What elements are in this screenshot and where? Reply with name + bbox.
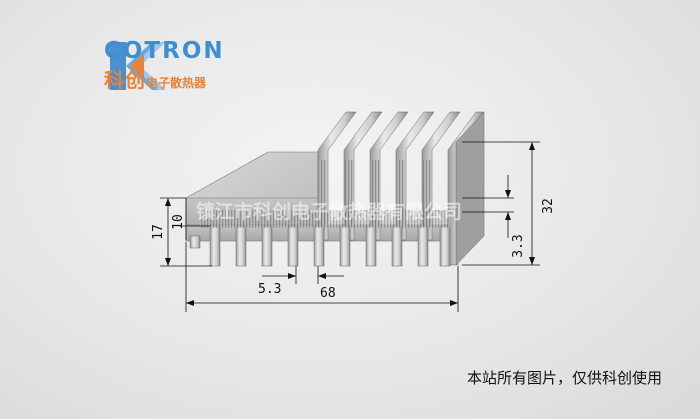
dim-fin-gap: 3.3 — [511, 234, 526, 257]
dim-inner-height: 10 — [171, 214, 186, 230]
dimension-lines — [160, 141, 540, 312]
dimension-arrows — [165, 142, 535, 306]
dim-total-width: 68 — [320, 286, 336, 301]
brand-tagline-cn: 电子散热器 — [146, 76, 207, 90]
end-face — [455, 111, 485, 266]
dim-total-height: 32 — [541, 198, 556, 214]
footer-notice: 本站所有图片，仅供科创使用 — [466, 369, 662, 387]
brand-tagline: 科创电子散热器 — [104, 64, 206, 93]
brand-name: COTRON — [104, 38, 225, 64]
dim-fin-pitch: 5.3 — [258, 282, 281, 297]
cotron-logo-mark — [110, 42, 166, 90]
watermark-text: 镇江市科创电子散热器有限公司 — [196, 200, 462, 223]
brand-name-cn: 科创 — [104, 68, 146, 92]
dim-base-height: 17 — [151, 224, 166, 240]
bottom-fins — [189, 210, 451, 267]
